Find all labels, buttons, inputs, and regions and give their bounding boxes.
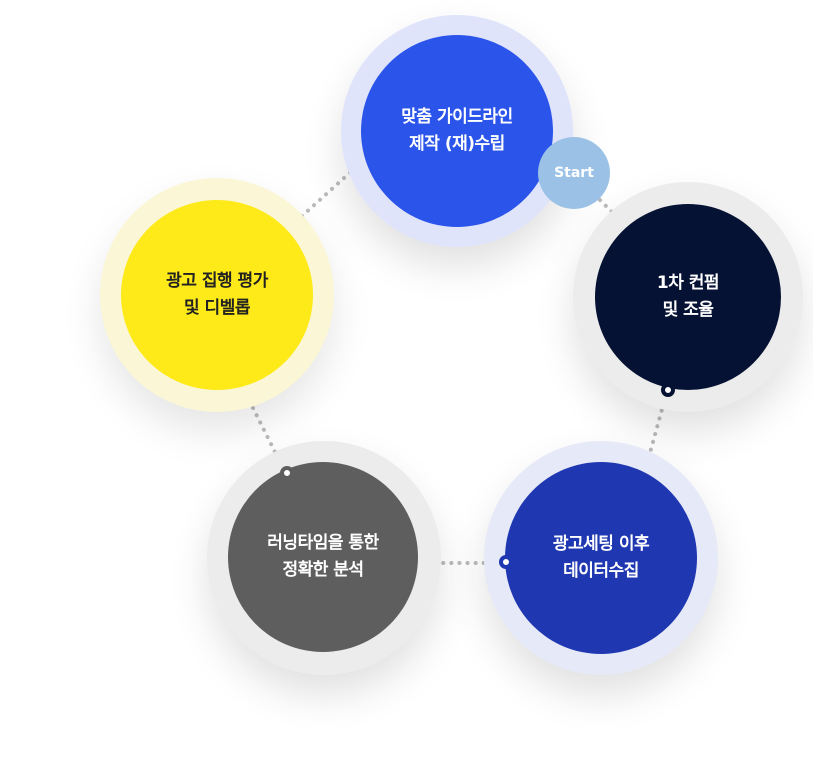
step-custom-guideline: 맞춤 가이드라인 제작 (재)수립 bbox=[361, 35, 553, 227]
step4-line2: 정확한 분석 bbox=[282, 560, 364, 580]
step-evaluation-develop: 광고 집행 평가 및 디벨롭 bbox=[121, 200, 313, 390]
step-first-confirm: 1차 컨펌 및 조율 bbox=[595, 204, 781, 390]
step5-line2: 및 디벨롭 bbox=[184, 298, 250, 318]
step4-line1: 러닝타임을 통한 bbox=[267, 533, 379, 553]
step3-line1: 광고세팅 이후 bbox=[552, 534, 650, 554]
step-data-collection: 광고세팅 이후 데이터수집 bbox=[505, 462, 697, 654]
step2-line1: 1차 컨펌 bbox=[656, 273, 720, 293]
step1-line1: 맞춤 가이드라인 bbox=[401, 107, 513, 127]
step2-line2: 및 조율 bbox=[662, 300, 714, 320]
arrow-step2-to-step3 bbox=[645, 393, 668, 464]
start-label: Start bbox=[554, 165, 594, 181]
connector-dot bbox=[499, 555, 513, 569]
step3-line2: 데이터수집 bbox=[563, 561, 639, 581]
step1-line2: 제작 (재)수립 bbox=[409, 134, 505, 154]
connector-dot bbox=[661, 383, 675, 397]
step-runtime-analysis: 러닝타임을 통한 정확한 분석 bbox=[228, 462, 418, 652]
connector-dot bbox=[280, 466, 294, 480]
step5-line1: 광고 집행 평가 bbox=[166, 271, 268, 291]
start-badge: Start bbox=[538, 137, 610, 209]
